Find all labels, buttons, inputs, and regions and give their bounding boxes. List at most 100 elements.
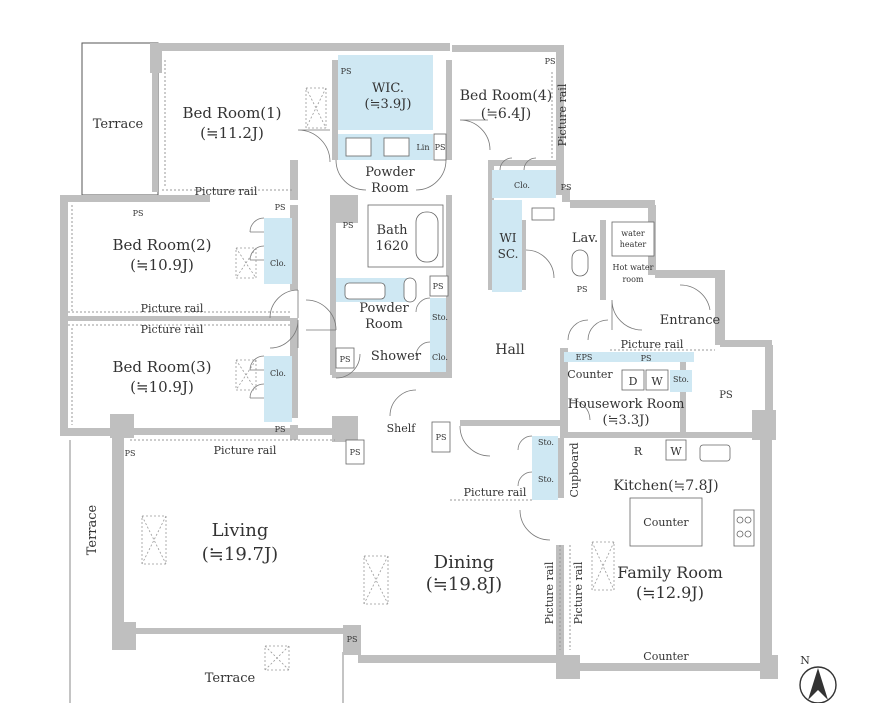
bed2-size: (≒10.9J) xyxy=(130,256,194,274)
picture-rail-dining: Picture rail xyxy=(543,561,556,624)
bath-line2: 1620 xyxy=(375,239,408,254)
ps-1: PS xyxy=(341,67,352,76)
bathtub xyxy=(415,211,439,263)
family-size: (≒12.9J) xyxy=(636,583,704,602)
sto-1: Sto. xyxy=(538,438,554,447)
living-name: Living xyxy=(212,520,269,541)
clo-bed2: Clo. xyxy=(270,259,286,268)
picture-rail-hall: Picture rail xyxy=(464,486,527,499)
ps-8: PS xyxy=(433,282,444,291)
r-label: R xyxy=(634,445,643,458)
compass-icon xyxy=(799,666,837,703)
hall-label: Hall xyxy=(495,342,525,358)
powder2-line1: Powder xyxy=(359,301,409,316)
ps-16: PS xyxy=(719,390,733,401)
bed4-size: (≒6.4J) xyxy=(481,106,532,122)
w-label-kitchen: W xyxy=(670,445,682,458)
toilet-2 xyxy=(571,249,589,277)
clo-bed3: Clo. xyxy=(270,369,286,378)
clo-bed4: Clo. xyxy=(514,181,530,190)
picture-rail-living: Picture rail xyxy=(214,444,277,457)
dryer-box xyxy=(621,369,645,391)
ps-5: PS xyxy=(133,209,144,218)
dining-name: Dining xyxy=(434,552,495,573)
terrace-bottom-label: Terrace xyxy=(205,671,256,686)
sink-2 xyxy=(383,137,410,157)
sto-2: Sto. xyxy=(538,475,554,484)
ps-2: PS xyxy=(545,57,556,66)
ps-15: PS xyxy=(641,354,652,363)
terrace-left-label: Terrace xyxy=(85,504,100,555)
ps-9: PS xyxy=(577,285,588,294)
minor-labels: Terrace Terrace Terrace Picture rail Pic… xyxy=(85,57,733,686)
ps-7: PS xyxy=(343,221,354,230)
clo-hall: Clo. xyxy=(432,353,448,362)
sto-hall: Sto. xyxy=(432,313,448,322)
interior-walls xyxy=(68,60,760,655)
kitchen-counter-island xyxy=(629,497,703,547)
north-arrow: N xyxy=(799,654,837,703)
living-size: (≒19.7J) xyxy=(202,544,278,565)
ps-shower-box xyxy=(335,347,355,369)
ps-box-a xyxy=(431,421,451,453)
w-label-housework: W xyxy=(651,375,663,388)
powder1-line2: Room xyxy=(371,181,409,196)
counter-housework: Counter xyxy=(567,368,613,381)
wisc-line1: WI xyxy=(499,231,516,245)
powder2-line2: Room xyxy=(365,317,403,332)
sink-3 xyxy=(344,282,386,300)
ps-13: PS xyxy=(350,448,361,457)
ps-14: PS xyxy=(436,433,447,442)
ps-3: PS xyxy=(435,143,446,152)
ps-10: PS xyxy=(340,355,351,364)
ps-4: PS xyxy=(561,183,572,192)
bed1-size: (≒11.2J) xyxy=(200,124,264,142)
ps-box-c xyxy=(429,275,449,297)
shelf-label: Shelf xyxy=(387,422,417,435)
bed1-name: Bed Room(1) xyxy=(182,104,281,122)
kitchen-label: Kitchen(≒7.8J) xyxy=(613,478,718,494)
lav-label: Lav. xyxy=(572,231,598,246)
shower-label: Shower xyxy=(371,349,422,364)
powder1-line1: Powder xyxy=(365,165,415,180)
entrance-label: Entrance xyxy=(660,313,721,328)
d-label: D xyxy=(629,375,638,388)
eps-label: EPS xyxy=(576,353,593,362)
housework-size: (≒3.3J) xyxy=(603,413,650,428)
bath-line1: Bath xyxy=(377,223,409,238)
counter-family: Counter xyxy=(643,650,689,663)
sink-1 xyxy=(345,137,372,157)
family-name: Family Room xyxy=(617,563,723,582)
hot-water-line1: Hot water xyxy=(613,263,654,272)
ps-6: PS xyxy=(275,203,286,212)
cupboard-label: Cupboard xyxy=(568,442,581,497)
lin-label: Lin xyxy=(416,143,429,152)
ceiling-markers xyxy=(141,87,615,671)
w-box xyxy=(665,439,687,461)
wic-name: WIC. xyxy=(372,81,404,96)
water-heater-line2: heater xyxy=(620,240,647,249)
terrace-top-label: Terrace xyxy=(93,117,144,132)
small-boxes xyxy=(345,133,687,465)
stove xyxy=(733,509,755,547)
ps-17: PS xyxy=(347,635,358,644)
north-label: N xyxy=(800,654,810,667)
housework-name: Housework Room xyxy=(568,397,685,412)
picture-rail-bed3: Picture rail xyxy=(141,323,204,336)
picture-rails xyxy=(68,60,715,650)
ps-box-d xyxy=(433,133,447,161)
bed4-name: Bed Room(4) xyxy=(460,88,553,104)
picture-rail-entrance: Picture rail xyxy=(621,338,684,351)
water-heater-line1: water xyxy=(621,229,645,238)
lav-sink xyxy=(531,207,555,221)
room-doors xyxy=(269,119,711,541)
bed3-size: (≒10.9J) xyxy=(130,378,194,396)
ps-12: PS xyxy=(125,449,136,458)
counter-kitchen: Counter xyxy=(643,516,689,529)
ps-11: PS xyxy=(275,425,286,434)
north-arrow-icon xyxy=(808,668,828,700)
hot-water-line2: room xyxy=(622,275,643,284)
washer-box xyxy=(645,369,669,391)
bed3-name: Bed Room(3) xyxy=(112,358,211,376)
